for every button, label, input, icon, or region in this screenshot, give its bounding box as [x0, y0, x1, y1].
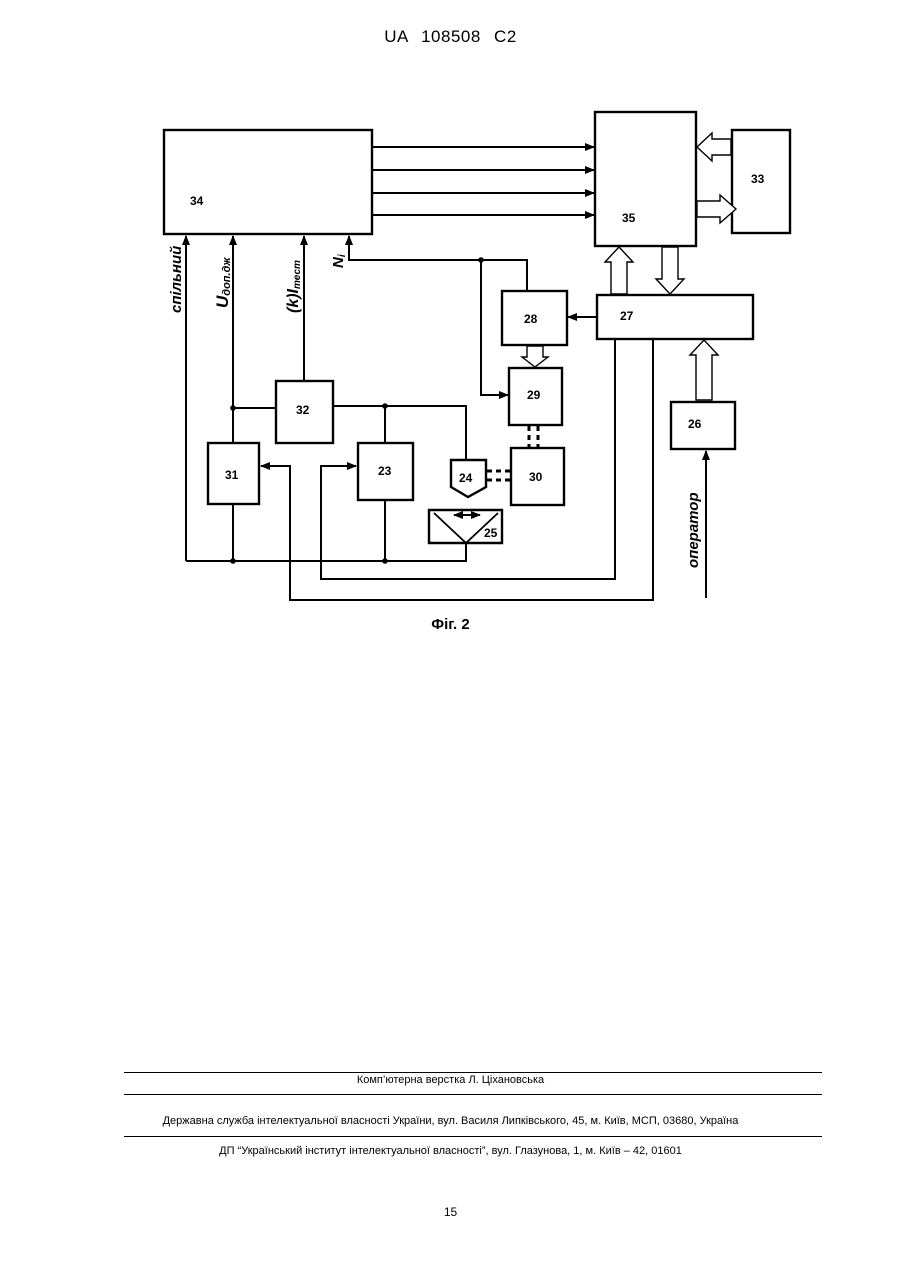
- signal-label-common: спільний: [168, 246, 185, 313]
- figure-caption: Фіг. 2: [0, 616, 901, 633]
- label-32: 32: [296, 403, 310, 417]
- footer-rule-3: [124, 1136, 822, 1137]
- footer-agency: Державна служба інтелектуальної власност…: [0, 1115, 901, 1127]
- signal-label-k-itest: (k)Iтест: [285, 260, 303, 313]
- footer-layout-credit: Комп’ютерна верстка Л. Ціхановська: [0, 1074, 901, 1086]
- label-27: 27: [620, 309, 634, 323]
- label-24: 24: [459, 471, 473, 485]
- label-23: 23: [378, 464, 392, 478]
- label-26: 26: [688, 417, 702, 431]
- block-26: [671, 402, 735, 449]
- signal-label-u: Uдоп.дж: [213, 257, 233, 308]
- block-34: [164, 130, 372, 234]
- label-30: 30: [529, 470, 543, 484]
- footer-rule-2: [124, 1094, 822, 1095]
- page-number: 15: [0, 1205, 901, 1219]
- label-35: 35: [622, 211, 636, 225]
- label-33: 33: [751, 172, 765, 186]
- block-35: [595, 112, 696, 246]
- footer-rule-1: [124, 1072, 822, 1073]
- footer-institute: ДП “Український інститут інтелектуальної…: [0, 1145, 901, 1157]
- label-29: 29: [527, 388, 541, 402]
- label-25: 25: [484, 526, 498, 540]
- label-28: 28: [524, 312, 538, 326]
- signal-label-n: Ni: [330, 254, 348, 268]
- signal-label-operator: оператор: [685, 492, 702, 568]
- label-34: 34: [190, 194, 204, 208]
- label-31: 31: [225, 468, 239, 482]
